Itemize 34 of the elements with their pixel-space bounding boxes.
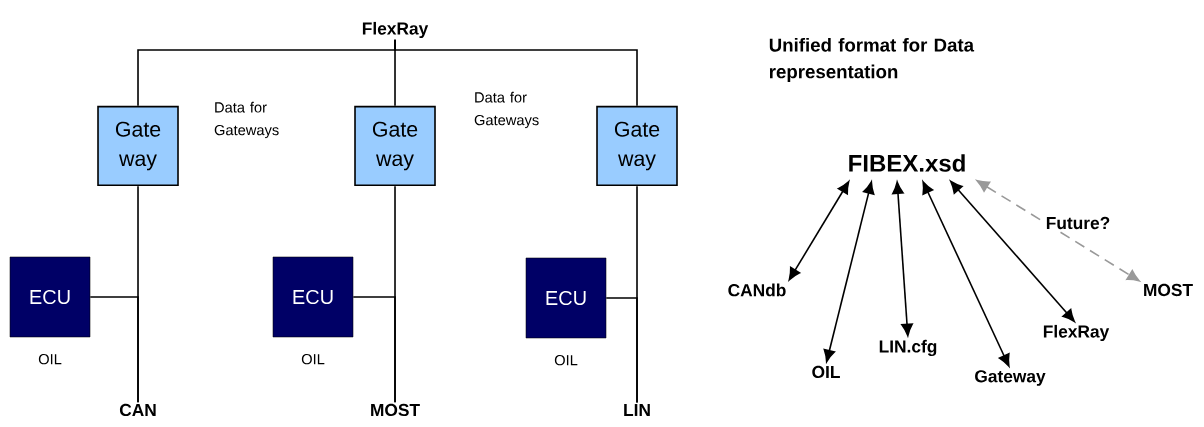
format-label: CANdb	[728, 283, 786, 297]
arrow	[922, 181, 1010, 367]
gateway-box: Gate way	[596, 105, 678, 187]
edge-label: Future?	[1046, 216, 1110, 230]
arrow	[823, 181, 875, 363]
note-text: Data for Gateways	[214, 101, 279, 139]
ecu-box: ECU	[272, 256, 354, 338]
gateway-box: Gate way	[354, 105, 436, 187]
note-text: Data for Gateways	[474, 91, 539, 129]
bus-line	[394, 38, 638, 107]
arrow	[788, 180, 850, 281]
format-label: Gateway	[975, 370, 1046, 386]
connection-line	[352, 296, 396, 404]
format-label: MOST	[1144, 283, 1193, 297]
format-label: LIN.cfg	[879, 339, 937, 357]
gateway-box: Gate way	[97, 105, 179, 187]
ecu-box: ECU	[525, 257, 607, 339]
caption-text: OIL	[301, 354, 325, 365]
connection-line	[89, 296, 139, 404]
bus-label: MOST	[371, 403, 420, 417]
caption-text: OIL	[554, 355, 578, 366]
schema-label: FIBEX.xsd	[849, 154, 965, 172]
bus-label: CAN	[119, 403, 156, 417]
arrow	[950, 180, 1075, 323]
bus-label: FlexRay	[362, 21, 429, 39]
format-label: FlexRay	[1043, 324, 1110, 342]
format-label: OIL	[812, 365, 840, 379]
ecu-box: ECU	[9, 256, 91, 338]
connection-line	[605, 297, 638, 404]
bus-label: LIN	[624, 404, 650, 416]
arrow	[976, 180, 1140, 282]
arrow	[892, 181, 913, 337]
heading: Unified format for Data representation	[769, 37, 975, 82]
caption-text: OIL	[38, 354, 62, 365]
